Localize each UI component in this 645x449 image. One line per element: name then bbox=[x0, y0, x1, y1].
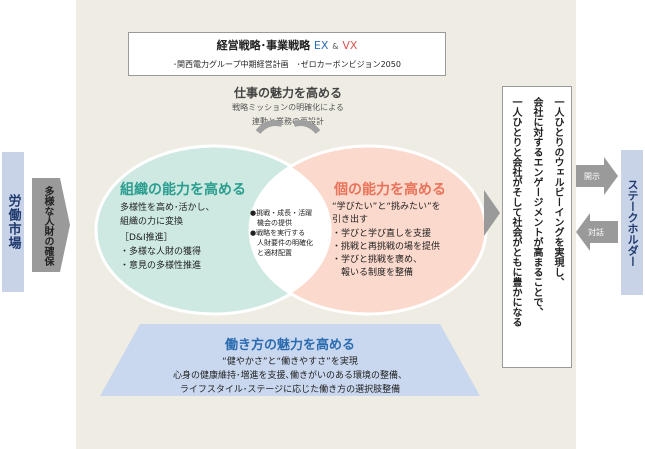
cycle-arrow-right bbox=[293, 120, 321, 135]
strategy-subtitle: ･関西電力グループ中期経営計画 ･ゼロカーボンビジョン2050 bbox=[173, 60, 401, 69]
overlap-line: と適材配置 bbox=[250, 249, 292, 257]
overlap-line: 機会の提供 bbox=[250, 219, 292, 227]
result-arrow bbox=[484, 190, 500, 236]
strategy-box: 経営戦略･事業戦略 EX & VX ･関西電力グループ中期経営計画 ･ゼロカーボ… bbox=[128, 32, 446, 76]
ind-ability-line: 報いる制度を整備 bbox=[332, 268, 414, 278]
strategy-title: 経営戦略･事業戦略 EX & VX bbox=[129, 37, 445, 53]
labor-market-label: 労働市場 bbox=[5, 194, 21, 250]
org-ability-title: 組織の能力を高める bbox=[120, 182, 246, 198]
work-style-line: 心身の健康維持･増進を支援､働きがいのある環境の整備、 bbox=[172, 371, 407, 381]
result-text-line: 一人ひとりのウェルビーイングを実現し、 bbox=[552, 97, 563, 287]
stakeholders-box: ステークホルダー bbox=[621, 150, 643, 295]
org-ability-line: ・多様な人財の獲得 bbox=[120, 247, 202, 257]
work-style-trapezoid bbox=[100, 324, 480, 396]
dialogue-label: 対話 bbox=[588, 228, 604, 237]
labor-market-box: 労働市場 bbox=[2, 152, 24, 292]
work-style-title: 働き方の魅力を高める bbox=[224, 338, 355, 353]
disclosure-arrow bbox=[576, 157, 618, 195]
disclosure-label: 開示 bbox=[584, 172, 600, 181]
ex-label: EX bbox=[313, 39, 329, 52]
job-appeal-line: 連動と業務の再設計 bbox=[252, 117, 324, 126]
ind-ability-line: 引き出す bbox=[332, 215, 369, 225]
cycle-arrow-left bbox=[255, 120, 283, 135]
work-style-line: “健やかさ”と“働きやすさ”を実現 bbox=[222, 357, 358, 367]
overlap-region bbox=[250, 166, 332, 294]
ind-ability-title: 個の能力を高める bbox=[334, 182, 446, 198]
ind-ability-line: ・学びと学び直しを支援 bbox=[332, 229, 432, 239]
overlap-line: ●挑戦・成長・活躍 bbox=[250, 209, 313, 217]
org-ability-line: ・意見の多様性推進 bbox=[120, 261, 202, 271]
job-appeal-line: 戦略ミッションの明確化による bbox=[232, 103, 344, 112]
dialogue-arrow bbox=[576, 213, 618, 251]
overlap-line: 人財要件の明確化 bbox=[250, 239, 313, 247]
ind-ability-line: ・学びと挑戦を褒め、 bbox=[332, 255, 423, 265]
result-text-line: 一人ひとりと会社がそして社会がともに豊かになる bbox=[510, 97, 521, 327]
result-box: 一人ひとりのウェルビーイングを実現し、 会社に対するエンゲージメントが高まること… bbox=[502, 86, 572, 368]
job-appeal-title: 仕事の魅力を高める bbox=[233, 86, 342, 100]
work-style-line: ライフスタイル･ステージに応じた働き方の選択肢整備 bbox=[179, 385, 401, 395]
org-ability-line: 多様性を高め･活かし、 bbox=[120, 203, 215, 213]
amp-label: & bbox=[332, 42, 339, 51]
stakeholders-label: ステークホルダー bbox=[626, 178, 639, 267]
vx-label: VX bbox=[342, 39, 358, 52]
ind-ability-line: ・挑戦と再挑戦の場を提供 bbox=[332, 242, 441, 252]
diverse-talent-arrow bbox=[32, 178, 70, 272]
org-ability-line: 組織の力に変換 bbox=[120, 217, 184, 227]
diverse-talent-label: 多様な人財の確保 bbox=[42, 186, 53, 266]
org-ability-line: ［D&I推進］ bbox=[120, 233, 173, 243]
overlap-line: ●戦略を実行する bbox=[250, 229, 306, 237]
ind-ability-line: “学びたい”と“挑みたい”を bbox=[332, 202, 441, 212]
strategy-title-text: 経営戦略･事業戦略 bbox=[216, 39, 311, 52]
result-text-line: 会社に対するエンゲージメントが高まることで、 bbox=[531, 97, 542, 317]
